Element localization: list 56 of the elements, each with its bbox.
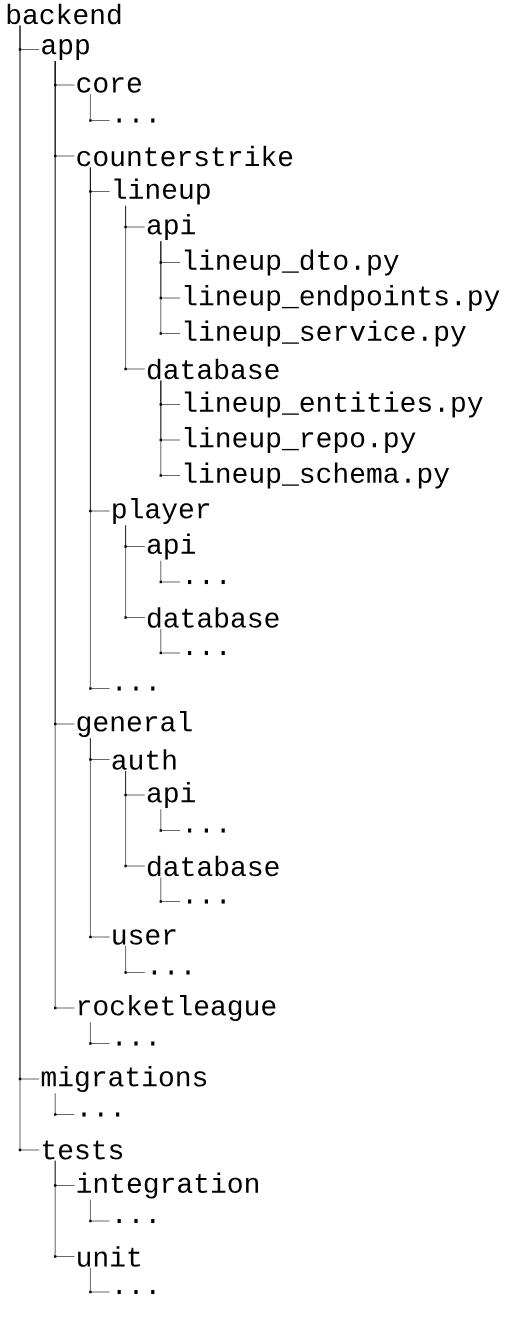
tree-branch bbox=[54, 1092, 75, 1116]
tree-branch bbox=[159, 380, 181, 477]
tree-entry: tests bbox=[43, 1140, 123, 1160]
tree-entry: lineup_entities.py bbox=[184, 391, 483, 418]
tree-entry: ... bbox=[117, 1289, 155, 1295]
tree-entry: ... bbox=[82, 1112, 120, 1117]
tree-entry: api bbox=[147, 781, 195, 809]
tree-entry: ... bbox=[117, 686, 155, 691]
tree-branch bbox=[159, 877, 181, 903]
tree-branch bbox=[124, 945, 146, 974]
tree-entry: player bbox=[113, 497, 210, 525]
tree-entry: database bbox=[147, 607, 279, 628]
tree-entry: database bbox=[147, 855, 279, 877]
tree-entry: general bbox=[77, 711, 192, 738]
tree-entry: database bbox=[147, 358, 279, 380]
tree-entry: ... bbox=[117, 1041, 155, 1046]
tree-entry: lineup bbox=[114, 178, 210, 205]
tree-branch bbox=[159, 240, 181, 335]
tree-entry: ... bbox=[117, 1218, 155, 1224]
tree-entry: api bbox=[147, 533, 195, 560]
tree-entry: ... bbox=[117, 118, 155, 123]
tree-entry: ... bbox=[152, 970, 190, 975]
tree-branch bbox=[89, 93, 110, 122]
tree-entry: lineup_service.py bbox=[184, 320, 466, 347]
tree-branch bbox=[159, 628, 181, 655]
tree-branch bbox=[124, 770, 146, 868]
tree-entry: api bbox=[147, 213, 195, 241]
tree-branch bbox=[159, 560, 181, 584]
tree-entry: lineup_schema.py bbox=[184, 462, 450, 489]
tree-branch bbox=[54, 1160, 75, 1258]
tree-entry: ... bbox=[188, 579, 225, 585]
tree-entry: app bbox=[42, 39, 89, 60]
tree-entry: migrations bbox=[41, 1066, 207, 1093]
tree-entry: auth bbox=[112, 749, 176, 770]
tree-entry: lineup_endpoints.py bbox=[184, 284, 500, 312]
tree-branch bbox=[54, 60, 75, 1010]
tree-branch bbox=[89, 737, 110, 939]
tree-entry: rocketleague bbox=[78, 995, 276, 1022]
tree-entry: ... bbox=[188, 899, 225, 904]
tree-entry: unit bbox=[78, 1246, 140, 1267]
tree-entry: user bbox=[113, 929, 176, 945]
tree-branch bbox=[159, 808, 181, 832]
tree-branch bbox=[89, 1199, 110, 1223]
tree-entry: counterstrike bbox=[77, 145, 293, 167]
tree-branch bbox=[89, 1021, 110, 1045]
tree-entry: lineup_repo.py bbox=[184, 426, 416, 454]
tree-branch bbox=[124, 524, 146, 619]
tree-entry: lineup_dto.py bbox=[184, 249, 399, 276]
tree-entry: integration bbox=[77, 1172, 258, 1199]
tree-branch bbox=[89, 167, 110, 690]
tree-branch bbox=[124, 205, 146, 371]
tree-entry: backend bbox=[7, 3, 121, 25]
tree-entry: ... bbox=[188, 828, 225, 833]
tree-entry: core bbox=[77, 77, 141, 93]
tree-branch bbox=[89, 1267, 110, 1294]
tree-entry: ... bbox=[188, 650, 225, 656]
